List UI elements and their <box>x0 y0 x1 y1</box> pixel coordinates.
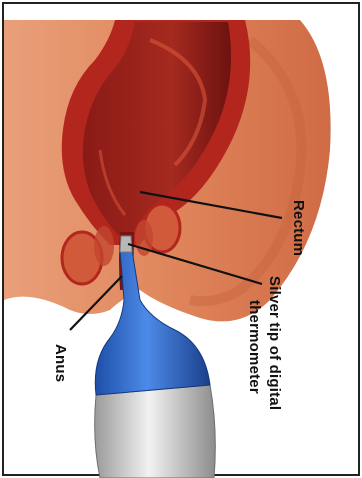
thermometer-label-line1: Silver tip of digital <box>266 276 283 410</box>
sphincter-inner-left <box>94 226 114 266</box>
anus-label: Anus <box>52 344 69 382</box>
thermometer-label-line2: thermometer <box>246 300 263 394</box>
rectum-label: Rectum <box>290 200 307 256</box>
thermometer-body <box>95 385 216 478</box>
